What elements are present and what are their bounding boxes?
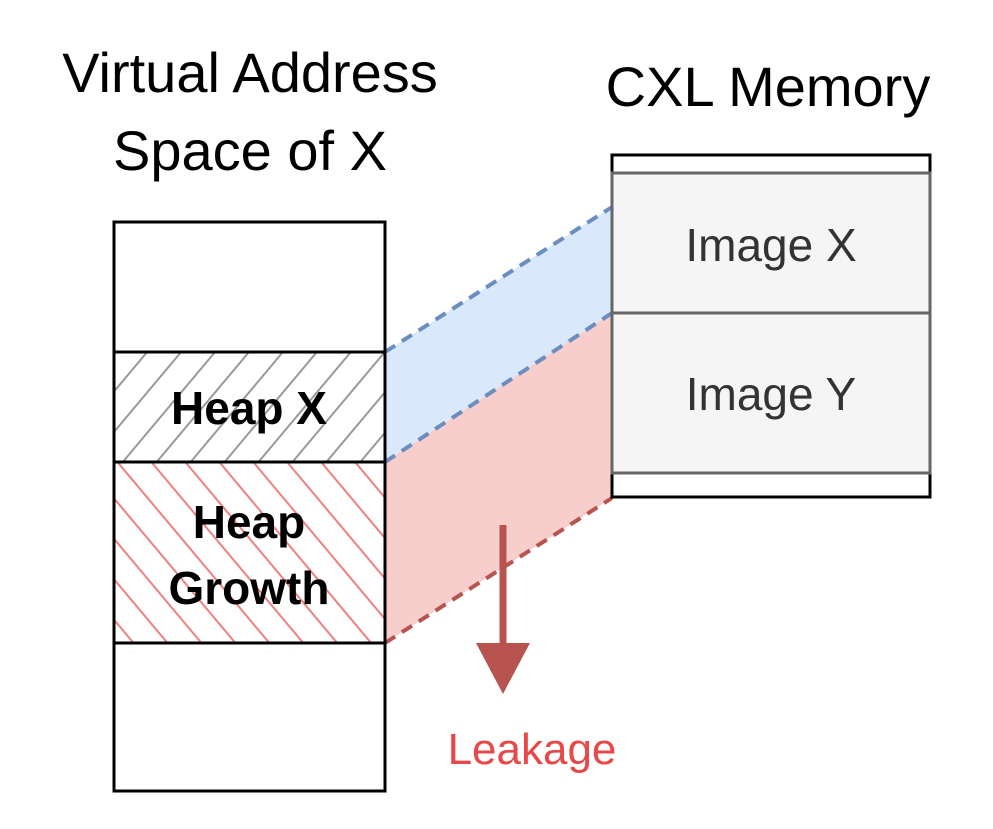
heap-x-mapping-band [385, 207, 612, 462]
heap-x-bottom-mapping-line [383, 311, 614, 464]
heap-x-top-mapping-line [383, 205, 614, 354]
leakage-label: Leakage [448, 725, 617, 774]
virtual-space-bottom-region [112, 641, 387, 793]
heap-x-label: Heap X [171, 382, 327, 434]
virtual-space-title-line1: Virtual Address [62, 41, 438, 104]
heap-growth-label-line2: Growth [169, 562, 330, 614]
heap-growth-region [112, 460, 387, 645]
heap-growth-bottom-mapping-line [383, 496, 614, 645]
cxl-memory-title: CXL Memory [606, 55, 931, 118]
leakage-arrow-head [476, 643, 530, 694]
heap-growth-label-line1: Heap [193, 496, 305, 548]
heap-x-region [112, 350, 387, 464]
virtual-space-top-region [112, 220, 387, 354]
heap-growth-mapping-band [385, 313, 612, 643]
virtual-space-title-line2: Space of X [113, 119, 387, 182]
image-y-block [610, 311, 932, 475]
image-x-label: Image X [685, 219, 856, 271]
image-y-label: Image Y [686, 368, 856, 420]
image-x-block [610, 171, 932, 315]
